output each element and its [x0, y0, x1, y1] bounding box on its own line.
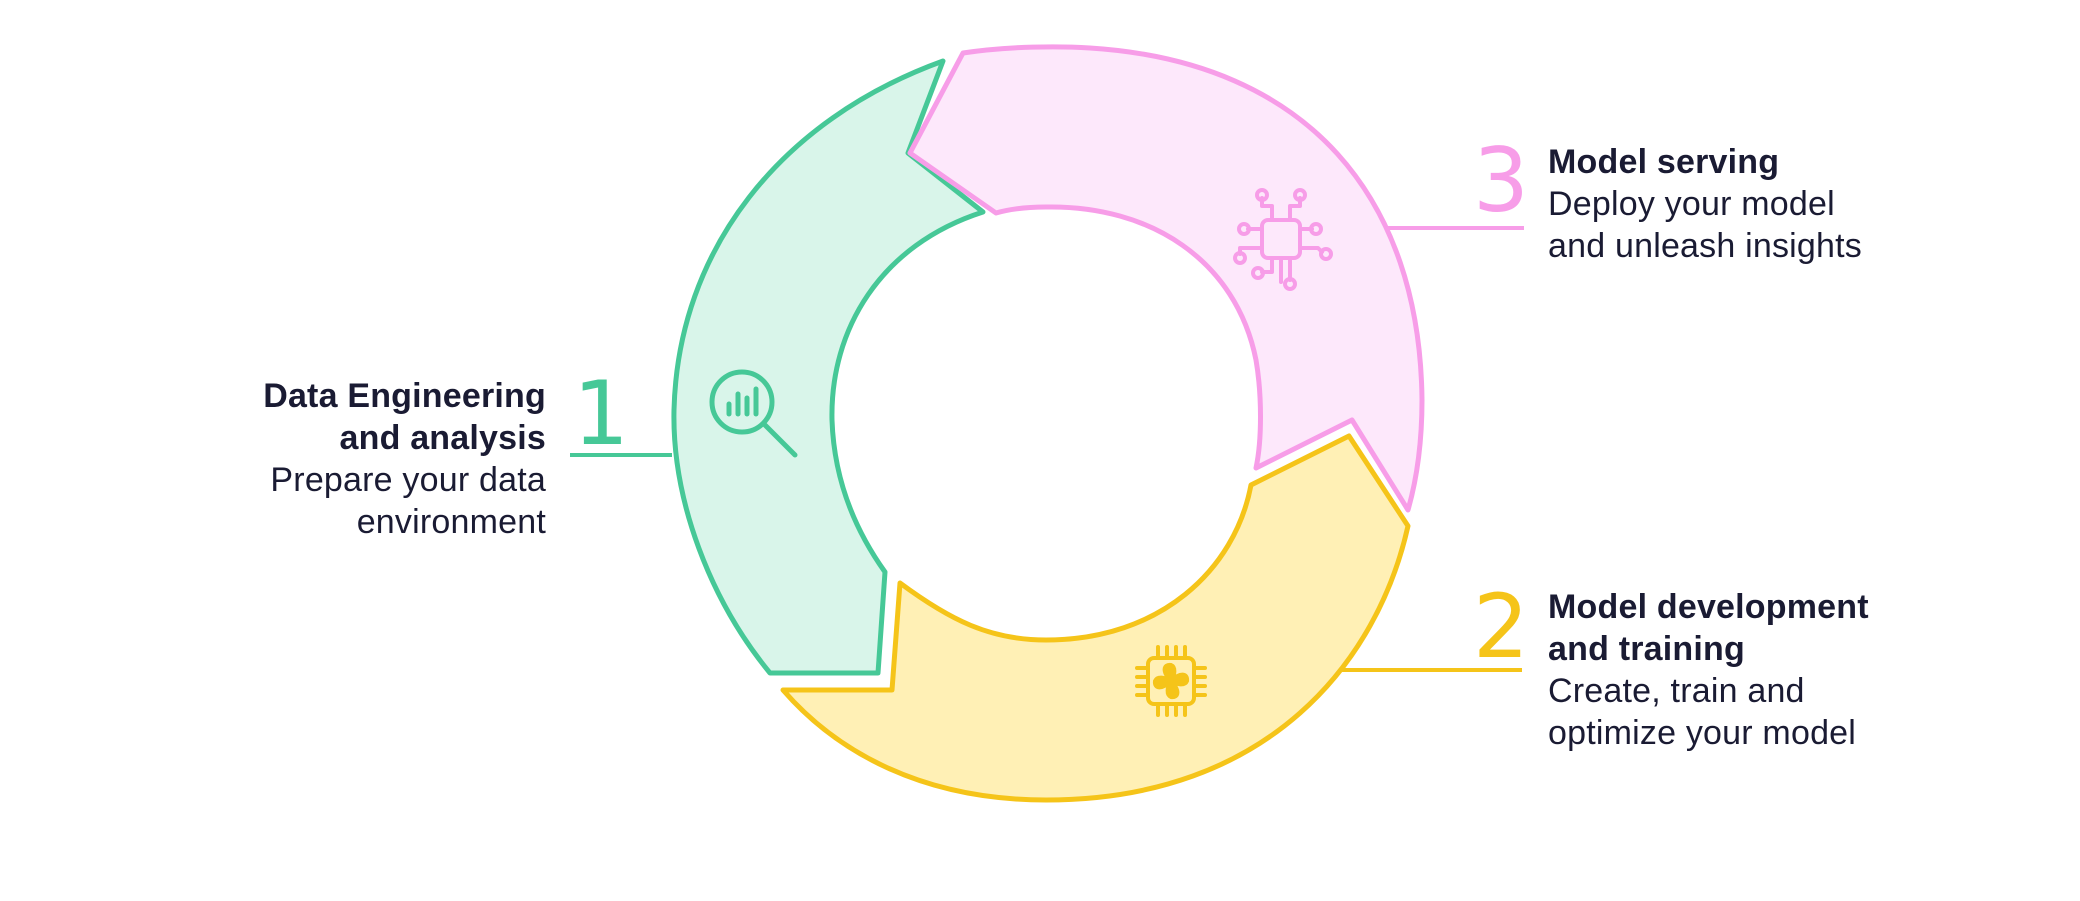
step-2-desc-line-2: optimize your model [1548, 714, 1857, 752]
step-number-2: 2 [1473, 575, 1529, 678]
step-1-title-line-1: Data Engineering [263, 377, 546, 415]
cycle-segment-3 [907, 44, 1425, 513]
step-1-title-line-2: and analysis [339, 419, 546, 457]
step-3-title-line-1: Model serving [1548, 143, 1780, 181]
cycle-segment-2 [780, 433, 1411, 803]
step-2-title-line-1: Model development [1548, 588, 1869, 626]
step-1-desc-line-2: environment [356, 503, 546, 541]
circuit-chip-icon [1233, 188, 1333, 291]
step-2-label: Model development and training Create, t… [1548, 586, 1869, 754]
step-number-3: 3 [1473, 129, 1529, 232]
chip-fan-icon [1135, 645, 1207, 717]
step-2-title-line-2: and training [1548, 630, 1745, 668]
cycle-segment-1 [671, 58, 986, 676]
magnifier-chart-icon [709, 369, 798, 458]
step-3-label: Model serving Deploy your model and unle… [1548, 141, 1862, 267]
step-number-1: 1 [573, 362, 629, 465]
step-3-desc-line-2: and unleash insights [1548, 227, 1863, 265]
step-1-desc-line-1: Prepare your data [270, 461, 546, 499]
step-3-desc-line-1: Deploy your model [1548, 185, 1835, 223]
step-1-label: Data Engineering and analysis Prepare yo… [263, 375, 546, 543]
step-2-desc-line-1: Create, train and [1548, 672, 1805, 710]
